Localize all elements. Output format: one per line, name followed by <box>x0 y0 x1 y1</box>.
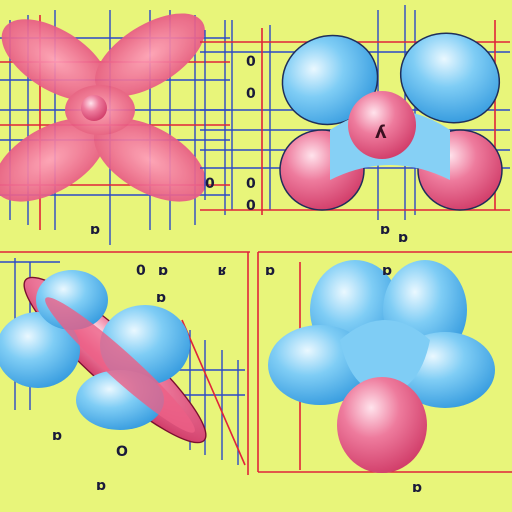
central-pink-sphere <box>348 91 416 159</box>
label: ɒ <box>90 222 100 238</box>
label: ɒ <box>398 230 408 246</box>
pink-lower-lobe <box>337 377 427 473</box>
label: 0 <box>246 198 256 214</box>
label: 0 <box>246 86 256 102</box>
label: ɒ <box>96 478 106 494</box>
panel-bottom-left: 0 ɒ ʁ ɒ ɒ O ɒ <box>0 251 250 494</box>
label: 0 <box>246 54 256 70</box>
upper-blue-lobes <box>281 32 501 126</box>
panel-top-left: ɒ <box>0 10 230 245</box>
label: 0 <box>205 176 215 192</box>
center-label: ʎ <box>375 122 387 143</box>
label: ɒ <box>380 222 390 238</box>
labels: 0 ɒ ʁ ɒ ɒ O ɒ <box>52 263 227 494</box>
label: ɒ <box>382 263 392 279</box>
label: O <box>116 444 128 460</box>
label: ɒ <box>158 263 168 279</box>
label: ɒ <box>265 263 275 279</box>
label: ʁ <box>218 263 227 279</box>
panel-bottom-right: ɒ ɒ ɒ <box>257 251 512 496</box>
label: ɒ <box>52 428 62 444</box>
label: 0 <box>246 176 256 192</box>
nucleus-sphere <box>81 95 107 121</box>
red-guide-lines <box>0 251 250 475</box>
side-labels: 0 0 0 0 0 ɒ ɒ <box>205 54 408 246</box>
label: ɒ <box>412 480 422 496</box>
label: ɒ <box>156 290 166 306</box>
diagonal-pink-band <box>45 297 195 433</box>
label: 0 <box>136 263 146 279</box>
labels: ɒ ɒ ɒ <box>265 263 422 496</box>
blue-center <box>340 320 430 395</box>
panel-top-right: ʎ 0 0 0 0 0 ɒ ɒ <box>200 5 510 246</box>
